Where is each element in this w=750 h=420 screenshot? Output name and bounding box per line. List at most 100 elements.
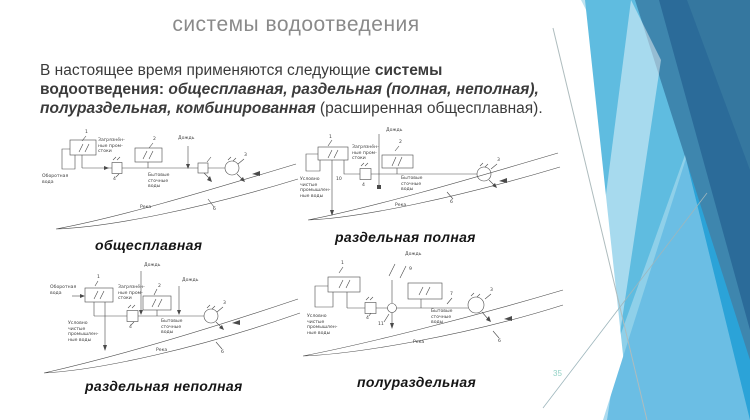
hairline-2	[542, 192, 708, 409]
river-band	[55, 163, 299, 230]
caption-razdelnaya-polnaya: раздельная полная	[335, 229, 476, 245]
label-polluted-industrial: Загрязнён- ные пром- стоки	[118, 285, 145, 301]
valve-box	[111, 162, 123, 174]
num-10: 10	[336, 177, 342, 182]
diagram-polurazdelnaya: Условно чистые промышлен- ные воды Бытов…	[295, 252, 567, 370]
num-4: 4	[366, 316, 369, 321]
label-rain-2: Дождь	[182, 278, 199, 283]
num-7: 7	[450, 292, 453, 297]
rain-slashes	[388, 263, 407, 279]
industry-box	[69, 139, 97, 156]
intro-run-3: :	[158, 80, 169, 98]
num-4: 4	[113, 177, 116, 182]
num-3: 3	[490, 288, 493, 293]
diagram-razdelnaya-nepolnaya: Оборотная вода Условно чистые промышлен-…	[30, 262, 302, 380]
facet-white-band	[577, 0, 661, 420]
label-rain: Дождь	[405, 252, 422, 257]
num-6: 6	[221, 350, 224, 355]
label-river: Река	[156, 348, 168, 353]
caption-obshchesplavnaya: общесплавная	[95, 237, 203, 253]
clean-water-line	[331, 160, 360, 211]
river-flow-arrow	[504, 316, 512, 321]
divider-chamber-circle	[387, 303, 397, 313]
river-flow-arrow	[252, 171, 260, 176]
intro-run-4-italic: общесплавная, раздельная (полная, неполн…	[40, 80, 539, 117]
label-river: Река	[395, 203, 407, 208]
num-4: 4	[362, 183, 365, 188]
num-1: 1	[341, 261, 344, 266]
label-conditionally-clean: Условно чистые промышлен- ные воды	[300, 177, 331, 199]
intro-paragraph: В настоящее время применяются следующие …	[40, 62, 548, 119]
num-3: 3	[223, 301, 226, 306]
caption-polurazdelnaya: полураздельная	[357, 374, 477, 390]
treatment-pump-circle	[467, 296, 485, 314]
num-9: 9	[409, 267, 412, 272]
label-domestic-sewage: Бытовые сточные воды	[161, 319, 183, 335]
num-3: 3	[244, 153, 247, 158]
label-polluted-industrial: Загрязнён- ные пром- стоки	[352, 145, 379, 161]
label-river: Река	[413, 340, 425, 345]
treatment-pump-circle	[224, 160, 240, 176]
caption-razdelnaya-nepolnaya: раздельная неполная	[85, 378, 243, 394]
river-flow-arrow	[232, 320, 240, 325]
diagram-schematic	[305, 134, 561, 221]
num-2: 2	[153, 137, 156, 142]
num-6: 6	[498, 339, 501, 344]
river-flow-arrow	[499, 178, 507, 183]
label-conditionally-clean: Условно чистые промышлен- ные воды	[307, 314, 338, 336]
river-band	[302, 289, 564, 357]
chamber-box	[197, 162, 209, 174]
num-11: 11	[378, 322, 384, 327]
label-domestic-sewage: Бытовые сточные воды	[431, 309, 453, 325]
diagram-razdelnaya-polnaya: Условно чистые промышлен- ные воды Загря…	[300, 128, 562, 228]
page-number: 35	[553, 369, 562, 378]
treatment-pump-circle	[203, 308, 219, 324]
num-1: 1	[85, 130, 88, 135]
clean-water-line	[93, 302, 106, 346]
housing-box	[381, 154, 414, 169]
industry-box	[327, 276, 361, 293]
num-3: 3	[497, 158, 500, 163]
treatment-pump-circle	[476, 166, 492, 182]
industry-box	[84, 287, 114, 303]
river-band	[43, 298, 301, 374]
valve-box	[364, 302, 377, 314]
num-4: 4	[129, 325, 132, 330]
label-rain: Дождь	[386, 128, 403, 133]
valve-box	[126, 310, 139, 322]
recycle-loop	[61, 148, 76, 170]
housing-box	[142, 295, 172, 311]
num-6: 6	[213, 207, 216, 212]
label-rain: Дождь	[178, 136, 195, 141]
label-rain-1: Дождь	[144, 263, 161, 268]
facet-dark-inner	[687, 0, 750, 170]
num-1: 1	[329, 135, 332, 140]
intro-run-2-bold: системы водоотведения	[40, 62, 443, 98]
diagram-schematic	[43, 271, 301, 374]
decorative-blue-facets	[542, 0, 750, 420]
valve-box	[359, 168, 372, 180]
num-6: 6	[450, 200, 453, 205]
industry-box	[317, 146, 349, 161]
intro-run-1: В настоящее время применяются следующие	[40, 62, 375, 79]
housing-box	[134, 147, 163, 163]
facet-white-wedge	[590, 155, 750, 420]
housing-box	[407, 282, 443, 300]
num-2: 2	[158, 284, 161, 289]
intro-run-5: (расширенная общесплавная).	[315, 99, 543, 117]
label-recycled-water: Оборотная вода	[50, 285, 77, 296]
slide-title: системы водоотведения	[172, 13, 420, 36]
label-river: Река	[140, 205, 152, 210]
num-2: 2	[399, 140, 402, 145]
diagram-schematic	[302, 263, 564, 357]
label-recycled-water: Оборотная вода	[42, 174, 69, 185]
label-domestic-sewage: Бытовые сточные воды	[401, 176, 423, 192]
diagram-schematic	[55, 135, 299, 230]
label-domestic-sewage: Бытовые сточные воды	[148, 173, 170, 189]
hairline-1	[552, 27, 648, 420]
recycle-loop	[314, 285, 334, 308]
diagram-obshchesplavnaya: Оборотная вода Загрязнён- ные пром- сток…	[40, 130, 300, 240]
recycle-loop	[305, 153, 321, 172]
label-polluted-industrial: Загрязнён- ные пром- стоки	[98, 138, 125, 154]
